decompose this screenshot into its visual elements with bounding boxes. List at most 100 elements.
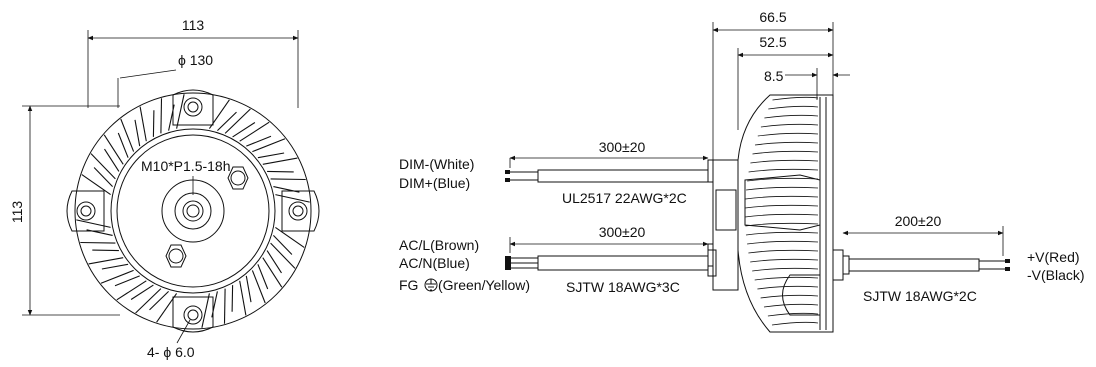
fin-line bbox=[90, 153, 116, 180]
side-fin-line bbox=[752, 150, 819, 155]
side-fin-line bbox=[760, 294, 819, 299]
fin-line bbox=[93, 167, 113, 187]
fin-line bbox=[262, 257, 283, 288]
ac-cable-length-label: 300±20 bbox=[599, 224, 646, 240]
lip-dimension-label: 8.5 bbox=[764, 68, 784, 84]
fin-line bbox=[135, 288, 162, 314]
lower-recess bbox=[782, 274, 821, 316]
body-length-dimension: 52.5 bbox=[737, 34, 834, 130]
fin-line bbox=[251, 270, 266, 304]
fin-line bbox=[266, 250, 282, 274]
ac-n-label: AC/N(Blue) bbox=[399, 255, 470, 271]
fg-suffix-label: (Green/Yellow) bbox=[438, 277, 530, 293]
total-length-label: 66.5 bbox=[759, 9, 786, 25]
fin-line bbox=[176, 94, 185, 129]
fin-line bbox=[208, 99, 230, 129]
side-fin-line bbox=[748, 249, 819, 254]
front-height-label: 113 bbox=[9, 201, 25, 224]
fin-line bbox=[257, 264, 269, 290]
dim-cable: 300±20 DIM-(White) DIM+(Blue) UL2517 22A… bbox=[399, 139, 709, 206]
fin-line bbox=[104, 148, 120, 172]
fin-line bbox=[81, 174, 111, 196]
fin-line bbox=[152, 110, 155, 137]
front-width-dimension: 113 bbox=[87, 17, 299, 108]
fin-line bbox=[101, 263, 129, 270]
fin-line bbox=[120, 118, 135, 152]
fin-line bbox=[246, 135, 272, 147]
side-fin-line bbox=[771, 321, 819, 326]
fin-line bbox=[273, 235, 293, 255]
thread-label: M10*P1.5-18h bbox=[141, 158, 231, 174]
side-fin-line bbox=[744, 213, 819, 218]
output-cable-length-label: 200±20 bbox=[895, 213, 942, 229]
side-fin-line bbox=[757, 285, 819, 290]
fin-line bbox=[257, 152, 285, 159]
fin-line bbox=[134, 119, 141, 147]
fin-line bbox=[100, 269, 134, 284]
total-length-dimension: 66.5 bbox=[712, 9, 834, 165]
side-fin-line bbox=[752, 267, 819, 272]
dim-cable-spec: UL2517 22AWG*2C bbox=[562, 190, 687, 206]
front-height-dimension: 113 bbox=[9, 105, 120, 316]
side-fin-line bbox=[745, 195, 819, 200]
fin-line bbox=[224, 108, 251, 134]
side-fin-line bbox=[750, 258, 819, 263]
dim-cable-length-label: 300±20 bbox=[599, 139, 646, 155]
fin-line bbox=[117, 132, 129, 158]
ac-cable: 300±20 AC/L(Brown) AC/N(Blue) FG (Green/… bbox=[399, 224, 717, 295]
fin-line bbox=[267, 170, 294, 173]
fin-line bbox=[270, 242, 296, 269]
fin-line bbox=[92, 249, 119, 252]
fin-line bbox=[80, 241, 116, 244]
side-fin-line bbox=[750, 159, 819, 164]
side-fin-line bbox=[764, 114, 819, 119]
dim-minus-label: DIM-(White) bbox=[399, 156, 474, 172]
cable-gland-upper bbox=[227, 166, 249, 190]
housing-ring bbox=[110, 128, 276, 294]
mounting-lug-top bbox=[172, 89, 214, 126]
fg-prefix-label: FG bbox=[399, 277, 418, 293]
side-fins bbox=[744, 96, 819, 326]
fin-line bbox=[130, 284, 154, 300]
fin-line bbox=[88, 257, 124, 265]
side-fin-line bbox=[748, 168, 819, 173]
dim-plus-label: DIM+(Blue) bbox=[399, 175, 470, 191]
fin-line bbox=[231, 285, 234, 312]
fin-line bbox=[245, 275, 252, 303]
fin-line bbox=[232, 122, 256, 138]
fin-line bbox=[270, 178, 306, 181]
output-cable-spec: SJTW 18AWG*2C bbox=[863, 288, 977, 304]
fin-line bbox=[149, 291, 169, 311]
heatsink-fins bbox=[76, 94, 310, 328]
ground-symbol-icon bbox=[424, 278, 438, 292]
output-cable: 200±20 +V(Red) -V(Black) SJTW 18AWG*2C bbox=[842, 213, 1085, 304]
side-fin-line bbox=[745, 231, 819, 236]
fin-line bbox=[252, 138, 286, 153]
side-fin-line bbox=[767, 312, 819, 317]
upper-recess bbox=[744, 174, 821, 231]
side-fin-line bbox=[772, 96, 819, 101]
v-plus-label: +V(Red) bbox=[1027, 249, 1080, 265]
mounting-lug-left bbox=[66, 190, 105, 232]
side-fin-line bbox=[754, 276, 819, 281]
mounting-lug-bottom bbox=[172, 296, 214, 333]
fin-line bbox=[239, 121, 270, 142]
fin-line bbox=[239, 280, 247, 316]
fin-line bbox=[217, 111, 237, 131]
side-fin-line bbox=[760, 123, 819, 128]
side-fin-line bbox=[768, 105, 819, 110]
fin-line bbox=[223, 288, 226, 324]
fin-line bbox=[160, 98, 163, 134]
output-gland bbox=[832, 249, 850, 281]
front-plate bbox=[707, 159, 739, 291]
fin-line bbox=[116, 280, 147, 301]
side-fin-line bbox=[745, 204, 819, 209]
side-fin-line bbox=[747, 177, 819, 182]
ac-cable-spec: SJTW 18AWG*3C bbox=[566, 279, 680, 295]
outer-diameter-label: ϕ 130 bbox=[178, 52, 213, 68]
fin-line bbox=[201, 293, 210, 328]
fin-line bbox=[139, 106, 147, 142]
fin-line bbox=[103, 134, 124, 165]
